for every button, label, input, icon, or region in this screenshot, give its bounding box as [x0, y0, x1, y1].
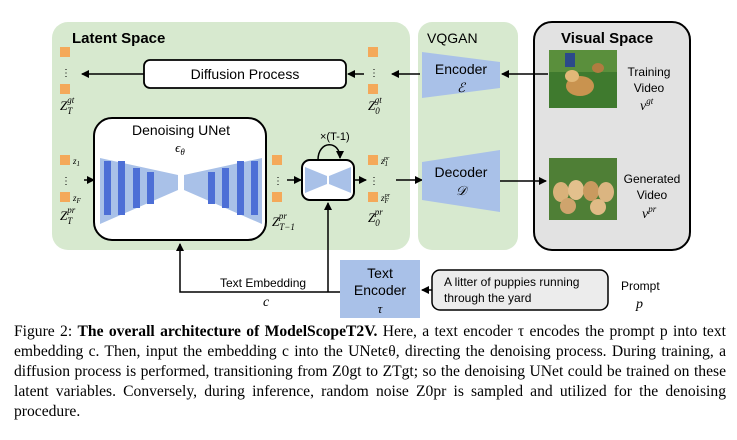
- vqgan-encoder: [422, 52, 500, 98]
- text-encoder-symbol: τ: [378, 301, 384, 316]
- denoising-unet-label: Denoising UNet: [132, 122, 230, 138]
- text-embedding-symbol: c: [263, 295, 270, 310]
- training-video-label-line1: Training: [628, 65, 671, 79]
- svg-text:zF: zF: [72, 193, 82, 205]
- repeat-label: ×(T-1): [320, 131, 350, 143]
- decoder-symbol: 𝒟: [456, 184, 469, 199]
- prompt-text-line2: through the yard: [444, 291, 531, 305]
- zT-gt-label: ZTgt: [60, 95, 75, 116]
- svg-text:⋮: ⋮: [61, 68, 71, 79]
- generated-video-label-line1: Generated: [624, 172, 681, 186]
- caption-prefix: Figure 2:: [14, 323, 73, 340]
- text-embedding-label: Text Embedding: [220, 276, 306, 290]
- svg-text:⋮: ⋮: [369, 176, 379, 187]
- latent-z0-gt-stack: ⋮ Z0gt: [368, 47, 382, 116]
- vqgan-label: VQGAN: [427, 30, 478, 46]
- latent-zT-gt-stack: ⋮ ZTgt: [60, 47, 75, 116]
- latent-zT1-pr-stack: ⋮ ZT−1pr: [272, 155, 295, 232]
- training-video-label-line2: Video: [634, 81, 665, 95]
- caption-body: Here, a text encoder τ encodes the promp…: [14, 323, 726, 420]
- svg-text:zFpr: zFpr: [380, 193, 391, 205]
- latent-space-label: Latent Space: [72, 30, 165, 47]
- denoising-unet-box: [93, 117, 267, 241]
- denoising-unet-symbol: ϵθ: [175, 140, 185, 157]
- prompt-box: [431, 269, 609, 311]
- figure-caption: Figure 2: The overall architecture of Mo…: [14, 322, 726, 422]
- svg-text:⋮: ⋮: [369, 68, 379, 79]
- svg-text:⋮: ⋮: [61, 176, 71, 187]
- svg-text:z1pr: z1pr: [380, 156, 390, 168]
- text-encoder-line1: Text: [367, 265, 393, 281]
- decoder-label: Decoder: [435, 164, 488, 180]
- architecture-figure: Latent Space VQGAN Visual Space ⋮ ZTgt ⋮…: [52, 21, 691, 318]
- latent-zT-pr-stack: z1 ⋮ zF ZTpr: [60, 155, 82, 226]
- training-video-image: [549, 50, 617, 108]
- encoder-symbol: ℰ: [457, 81, 466, 96]
- prompt-text-line1: A litter of puppies running: [444, 275, 579, 289]
- encoder-label: Encoder: [435, 61, 487, 77]
- diffusion-process-label: Diffusion Process: [191, 66, 300, 82]
- svg-text:⋮: ⋮: [273, 176, 283, 187]
- zT-pr-label: ZTpr: [60, 205, 76, 226]
- svg-text:z1: z1: [72, 156, 80, 168]
- generated-video-image: [549, 158, 617, 220]
- prompt-symbol: p: [635, 297, 643, 312]
- generated-video-label-line2: Video: [637, 188, 668, 202]
- caption-bold: The overall architecture of ModelScopeT2…: [77, 323, 378, 340]
- vqgan-decoder: [422, 150, 500, 212]
- z0-gt-label: Z0gt: [368, 95, 382, 116]
- text-encoder-line2: Encoder: [354, 282, 406, 298]
- visual-space-label: Visual Space: [561, 30, 653, 47]
- text-encoder-box: [340, 260, 420, 318]
- prompt-label: Prompt: [621, 279, 660, 293]
- z0-pr-label: Z0pr: [368, 207, 383, 228]
- latent-z0-pr-stack: z1pr ⋮ zFpr Z0pr: [368, 155, 391, 228]
